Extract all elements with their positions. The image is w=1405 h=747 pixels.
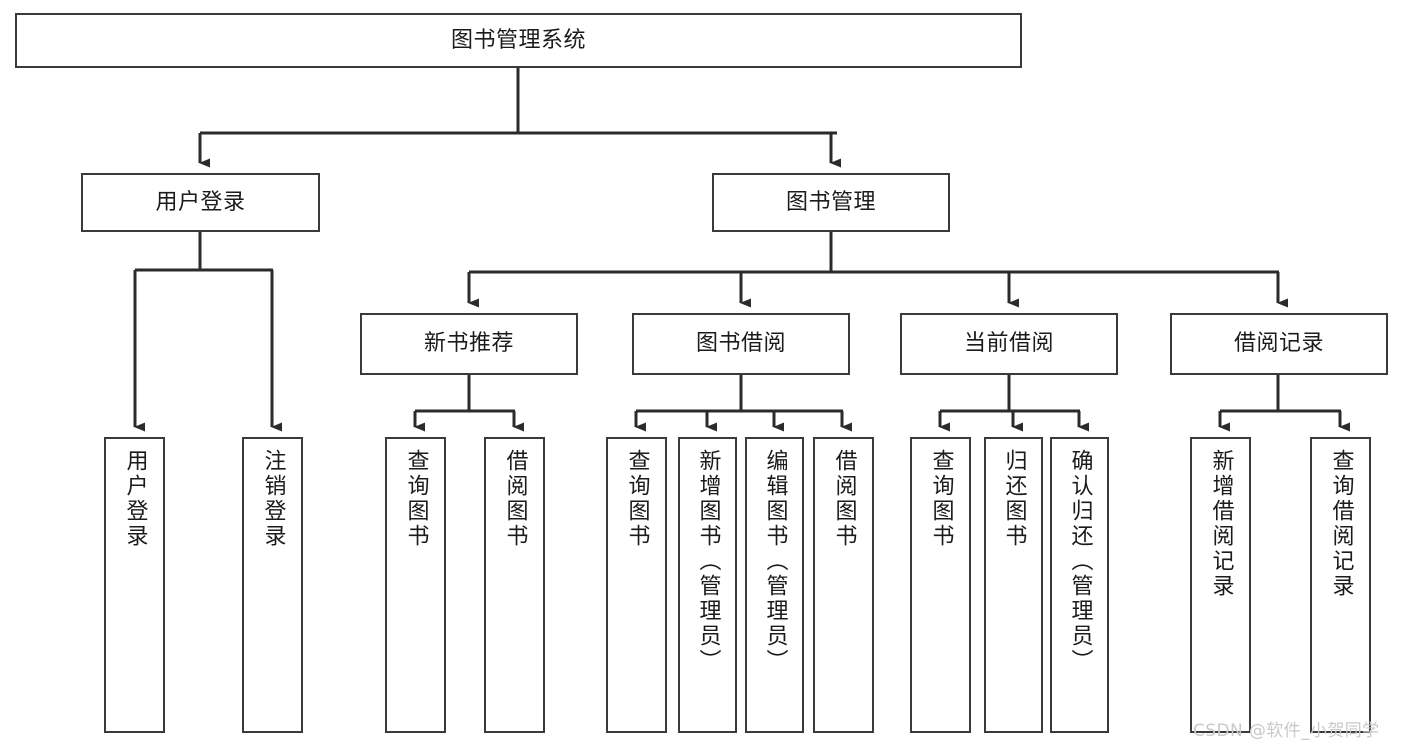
node-leaf-query-book-borrow[interactable]: 查询图书 <box>606 437 667 733</box>
node-leaf-query-book-recommend-label: 查询图书 <box>403 449 429 549</box>
node-leaf-query-book-current-label: 查询图书 <box>928 449 954 549</box>
node-user-login-label: 用户登录 <box>155 189 246 215</box>
node-leaf-return-book[interactable]: 归还图书 <box>984 437 1043 733</box>
node-leaf-add-book-label: 新增图书（管理员） <box>695 449 721 674</box>
node-borrow-record[interactable]: 借阅记录 <box>1170 313 1388 375</box>
node-leaf-borrow-book-label: 借阅图书 <box>831 449 857 549</box>
node-leaf-query-book-borrow-label: 查询图书 <box>624 449 650 549</box>
node-book-borrow[interactable]: 图书借阅 <box>632 313 850 375</box>
node-leaf-return-book-label: 归还图书 <box>1001 449 1027 549</box>
node-leaf-borrow-book-recommend[interactable]: 借阅图书 <box>484 437 545 733</box>
node-root-label: 图书管理系统 <box>450 27 586 53</box>
node-leaf-query-book-current[interactable]: 查询图书 <box>910 437 971 733</box>
node-book-borrow-label: 图书借阅 <box>695 331 786 357</box>
node-borrow-record-label: 借阅记录 <box>1233 331 1324 357</box>
node-leaf-add-borrow-record[interactable]: 新增借阅记录 <box>1190 437 1251 733</box>
node-leaf-borrow-book[interactable]: 借阅图书 <box>813 437 874 733</box>
node-leaf-edit-book[interactable]: 编辑图书（管理员） <box>745 437 804 733</box>
node-leaf-query-borrow-record[interactable]: 查询借阅记录 <box>1310 437 1371 733</box>
node-leaf-add-book[interactable]: 新增图书（管理员） <box>678 437 737 733</box>
node-current-borrow-label: 当前借阅 <box>963 331 1054 357</box>
node-user-login[interactable]: 用户登录 <box>81 173 320 232</box>
node-leaf-logout[interactable]: 注销登录 <box>242 437 303 733</box>
node-new-book-recommend[interactable]: 新书推荐 <box>360 313 578 375</box>
node-leaf-confirm-return[interactable]: 确认归还（管理员） <box>1050 437 1109 733</box>
node-root[interactable]: 图书管理系统 <box>15 13 1022 68</box>
node-book-manage[interactable]: 图书管理 <box>712 173 950 232</box>
node-leaf-user-login-label: 用户登录 <box>122 449 148 549</box>
node-leaf-query-borrow-record-label: 查询借阅记录 <box>1328 449 1354 599</box>
node-leaf-user-login[interactable]: 用户登录 <box>104 437 165 733</box>
node-leaf-query-book-recommend[interactable]: 查询图书 <box>385 437 446 733</box>
node-leaf-logout-label: 注销登录 <box>260 449 286 549</box>
node-leaf-edit-book-label: 编辑图书（管理员） <box>762 449 788 674</box>
node-book-manage-label: 图书管理 <box>785 189 876 215</box>
node-new-book-recommend-label: 新书推荐 <box>423 331 514 357</box>
node-leaf-borrow-book-recommend-label: 借阅图书 <box>502 449 528 549</box>
node-current-borrow[interactable]: 当前借阅 <box>900 313 1118 375</box>
node-leaf-confirm-return-label: 确认归还（管理员） <box>1067 449 1093 674</box>
csdn-watermark: CSDN @软件_小贺同学 <box>1193 721 1380 741</box>
node-leaf-add-borrow-record-label: 新增借阅记录 <box>1208 449 1234 599</box>
